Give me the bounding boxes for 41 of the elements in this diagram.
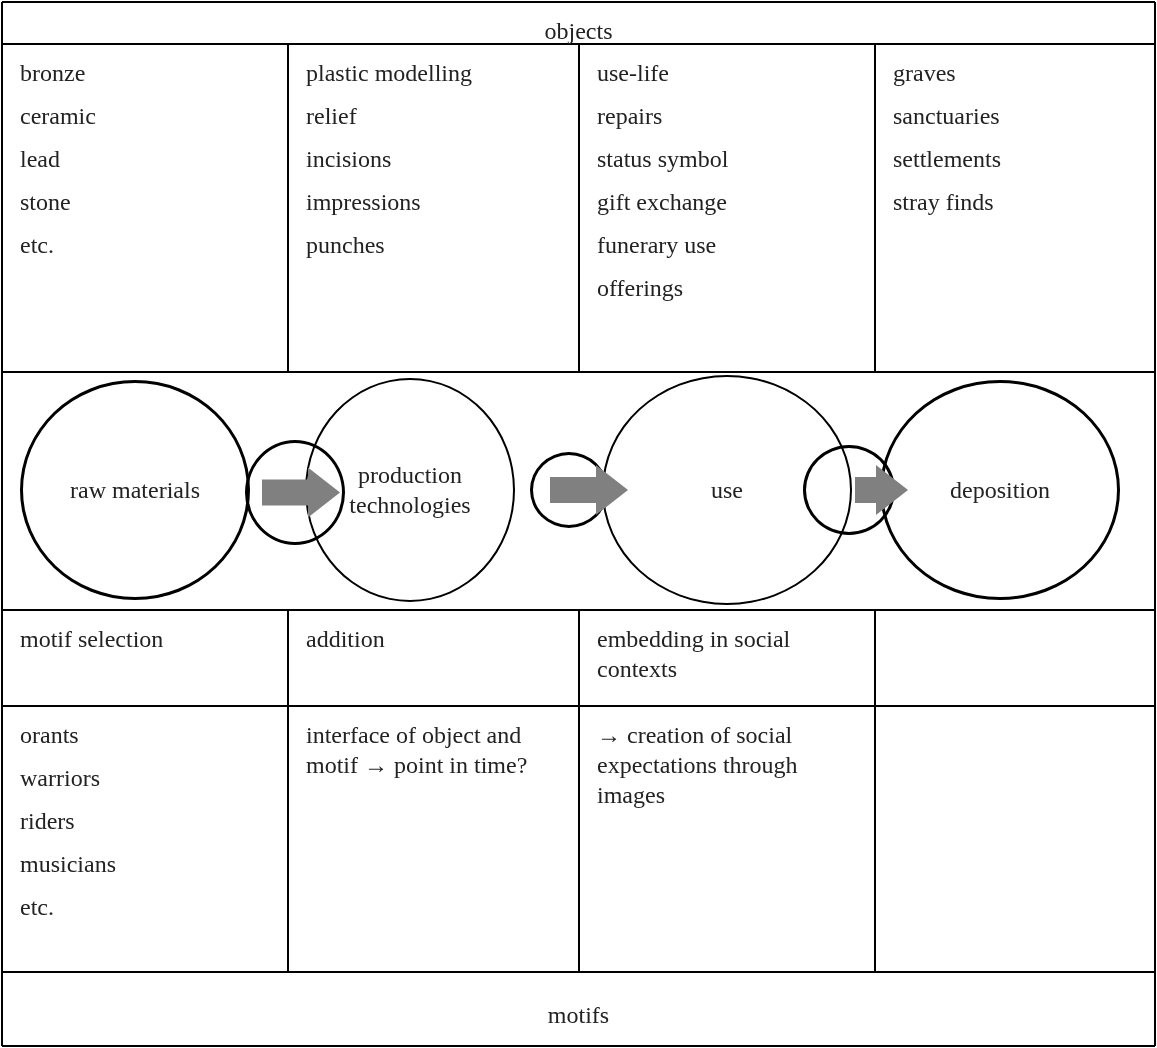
table-text: lead [20, 145, 60, 174]
block-arrow [550, 465, 628, 515]
table-text: etc. [20, 893, 54, 922]
table-text: etc. [20, 231, 54, 260]
table-text: orants [20, 721, 79, 750]
table-text: → creation of social expectations through images [597, 721, 799, 810]
table-text: ceramic [20, 102, 96, 131]
table-text: musicians [20, 850, 116, 879]
stage-circle: production technologies [305, 378, 515, 602]
table-text: warriors [20, 764, 100, 793]
table-text: stray finds [893, 188, 994, 217]
overlap-ring [245, 440, 345, 545]
table-text: use-life [597, 59, 669, 88]
table-text: addition [306, 625, 385, 654]
table-text: status symbol [597, 145, 729, 174]
table-text: incisions [306, 145, 392, 174]
table-text: gift exchange [597, 188, 727, 217]
stage-circle: use [602, 375, 852, 605]
table-text: embedding in social contexts [597, 625, 792, 684]
block-arrow [855, 465, 908, 515]
table-text: relief [306, 102, 357, 131]
table-text: riders [20, 807, 75, 836]
table-text: graves [893, 59, 956, 88]
table-text: motif selection [20, 625, 164, 654]
table-header: objects [544, 17, 613, 46]
table-text: bronze [20, 59, 86, 88]
overlap-ring [803, 445, 895, 535]
table-text: sanctuaries [893, 102, 1000, 131]
table-text: punches [306, 231, 385, 260]
stage-circle: deposition [880, 380, 1120, 600]
table-text: repairs [597, 102, 663, 131]
table-text: interface of object and motif → point in time? [306, 721, 529, 780]
block-arrow [262, 467, 340, 518]
stage-circle: raw materials [20, 380, 250, 600]
table-text: stone [20, 188, 71, 217]
table-text: offerings [597, 274, 684, 303]
table-text: plastic modelling [306, 59, 472, 88]
table-text: settlements [893, 145, 1001, 174]
table-text: impressions [306, 188, 421, 217]
table-text: funerary use [597, 231, 717, 260]
table-header: motifs [547, 1001, 610, 1030]
